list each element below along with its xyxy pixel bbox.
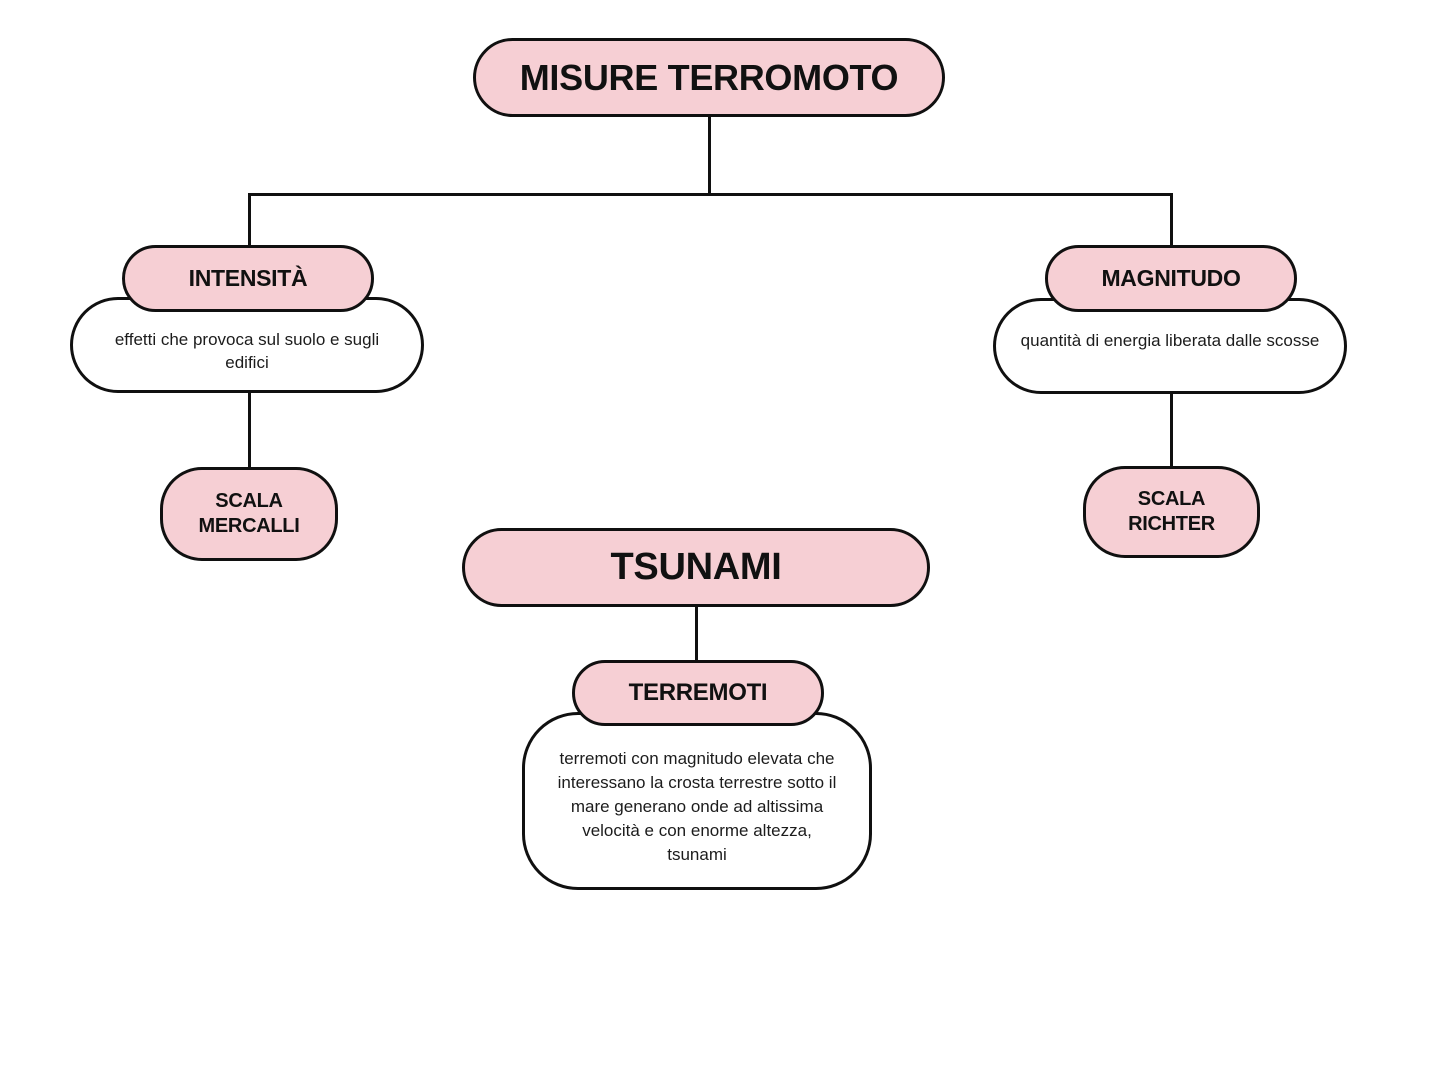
connector-line-scala-richter: [1170, 393, 1173, 467]
connector-line-branch: [248, 193, 1173, 196]
magnitudo-description-text: quantità di energia liberata dalle scoss…: [1020, 331, 1320, 350]
node-intensita-description[interactable]: effetti che provoca sul suolo e sugli ed…: [70, 297, 424, 393]
connector-line-magnitudo: [1170, 193, 1173, 248]
connector-line-root-drop: [708, 116, 711, 195]
node-terremoti[interactable]: TERREMOTI: [572, 660, 824, 726]
node-terremoti-description[interactable]: terremoti con magnitudo elevata che inte…: [522, 712, 872, 890]
node-intensita-label: INTENSITÀ: [188, 264, 308, 291]
node-scala-mercalli[interactable]: SCALA MERCALLI: [160, 467, 338, 561]
node-scala-richter-label: SCALA RICHTER: [1128, 488, 1215, 535]
node-misure-terromoto-label: MISURE TERROMOTO: [519, 56, 899, 98]
connector-line-intensita: [248, 193, 251, 248]
node-magnitudo[interactable]: MAGNITUDO: [1045, 245, 1297, 312]
node-intensita[interactable]: INTENSITÀ: [122, 245, 374, 312]
node-terremoti-label: TERREMOTI: [628, 678, 768, 706]
terremoti-description-text: terremoti con magnitudo elevata che inte…: [557, 749, 837, 864]
connector-line-scala-mercalli: [248, 391, 251, 469]
node-tsunami-label: TSUNAMI: [610, 545, 782, 588]
node-magnitudo-description[interactable]: quantità di energia liberata dalle scoss…: [993, 298, 1347, 394]
node-misure-terromoto[interactable]: MISURE TERROMOTO: [473, 38, 945, 117]
connector-line-tsunami: [695, 606, 698, 662]
node-tsunami[interactable]: TSUNAMI: [462, 528, 930, 607]
node-scala-richter[interactable]: SCALA RICHTER: [1083, 466, 1260, 558]
intensita-description-text: effetti che provoca sul suolo e sugli ed…: [114, 330, 380, 372]
node-magnitudo-label: MAGNITUDO: [1101, 264, 1241, 291]
node-scala-mercalli-label: SCALA MERCALLI: [198, 490, 300, 537]
